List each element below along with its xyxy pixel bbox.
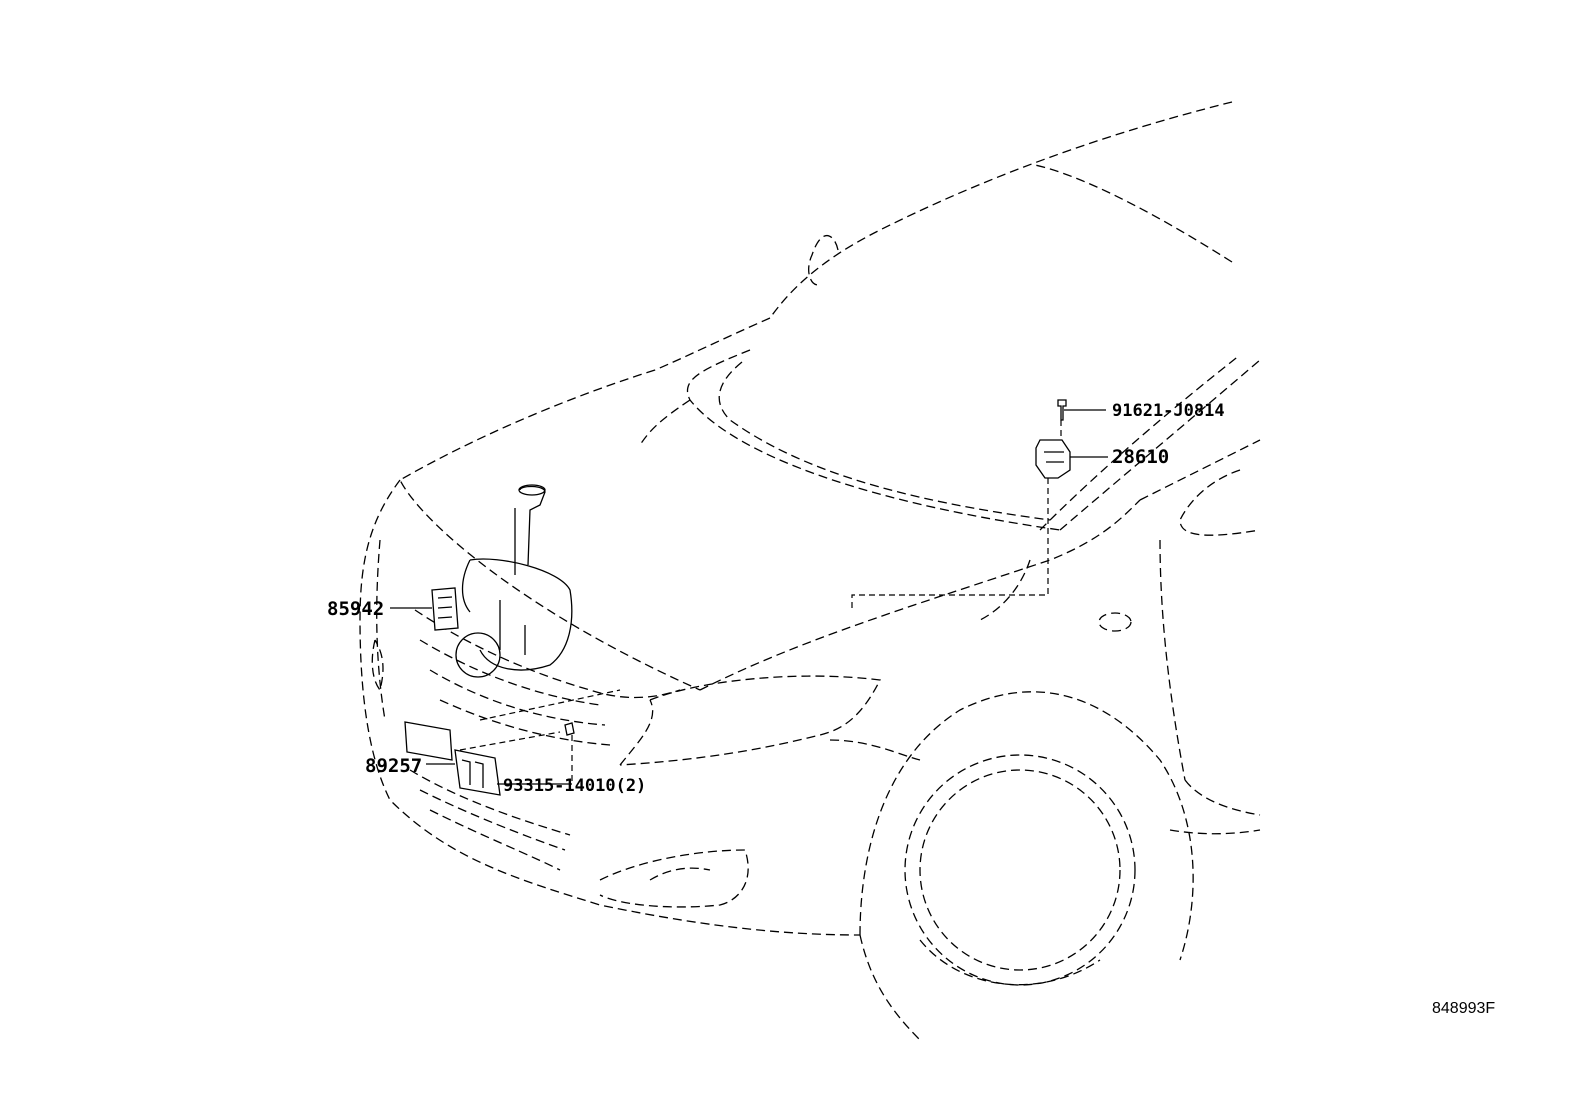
side-marker <box>1098 612 1132 632</box>
callout-28610: 28610 <box>1112 446 1169 468</box>
callout-89257: 89257 <box>365 755 422 777</box>
roof-outline <box>654 101 1233 371</box>
windshield-outline <box>686 349 1261 531</box>
headlamp-outline <box>619 675 921 766</box>
part-89257-shape <box>404 721 575 796</box>
callout-85942: 85942 <box>327 598 384 620</box>
washer-tank <box>455 484 573 678</box>
fender-outline <box>1098 439 1261 835</box>
diagram-reference-code: 848993F <box>1432 1000 1496 1017</box>
callout-91621-J0814: 91621-J0814 <box>1112 401 1225 421</box>
hood-outline <box>399 369 1141 691</box>
part-28610-shape <box>1035 399 1071 479</box>
callout-93315-14010: 93315-14010(2) <box>503 776 646 796</box>
bumper-outline <box>359 479 861 936</box>
wheel-outline <box>859 691 1194 1041</box>
part-85942-shape <box>431 587 459 631</box>
leader-lines <box>390 409 1108 785</box>
